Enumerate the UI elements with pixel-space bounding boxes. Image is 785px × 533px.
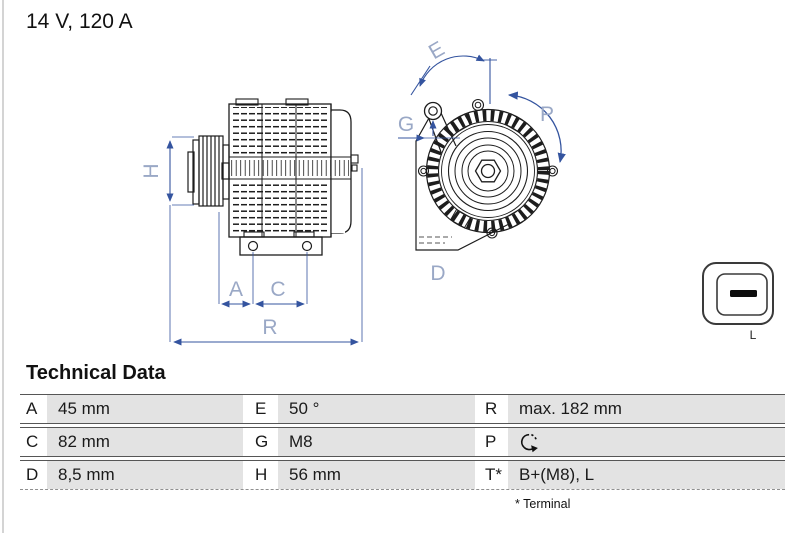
rotation-clockwise-icon [520,433,538,453]
table-row: A 45 mm E 50 ° R max. 182 mm [20,394,785,424]
spec-value: B+(M8), L [508,461,785,489]
dimension-label-c: C [270,278,285,301]
spec-value: 8,5 mm [47,461,243,489]
terminal-stud [350,154,359,164]
spec-value: 50 ° [278,395,475,423]
dimension-label-g: G [398,113,414,136]
page-left-border [2,0,4,533]
page-title: 14 V, 120 A [26,10,133,33]
spec-key: A [20,395,47,423]
rotation-direction-arrow [507,91,566,164]
terminal-footnote: * Terminal [515,497,571,511]
side-view-dimensions: H A C R [140,136,363,346]
spec-key: D [20,461,47,489]
spec-value: max. 182 mm [508,395,785,423]
pulley [187,135,230,207]
housing-side [228,98,359,256]
spec-key: R [475,395,508,423]
spec-value [508,428,785,456]
housing-front [415,98,559,251]
spec-key: H [243,461,278,489]
dimension-label-d: D [430,262,445,285]
dimension-label-h: H [140,163,163,178]
spec-key: P [475,428,508,456]
technical-data-table: A 45 mm E 50 ° R max. 182 mm C 82 mm G M… [20,394,785,490]
spec-value: 45 mm [47,395,243,423]
shaft-hex-nut [474,159,502,183]
alternator-technical-drawing: H A C R [140,37,774,346]
front-view-drawing: E G P D [398,37,566,285]
spec-key: G [243,428,278,456]
spec-value: M8 [278,428,475,456]
mounting-bracket-bottom [415,117,510,251]
connector-plug-icon: L [702,262,774,342]
spec-key: C [20,428,47,456]
technical-data-heading: Technical Data [26,362,166,384]
dimension-label-p: P [540,103,554,126]
mounting-foot [239,236,323,256]
spec-key: T* [475,461,508,489]
table-row: D 8,5 mm H 56 mm T* B+(M8), L [20,460,785,490]
side-view-drawing: H A C R [140,98,363,346]
spec-key: E [243,395,278,423]
table-row: C 82 mm G M8 P [20,427,785,457]
dimension-label-r: R [262,316,277,339]
spec-value: 82 mm [47,428,243,456]
spec-value: 56 mm [278,461,475,489]
dimension-label-a: A [229,278,243,301]
technical-data-section: Technical Data A 45 mm E 50 ° R max. 182… [20,362,785,511]
connector-terminal-label: L [750,328,757,342]
